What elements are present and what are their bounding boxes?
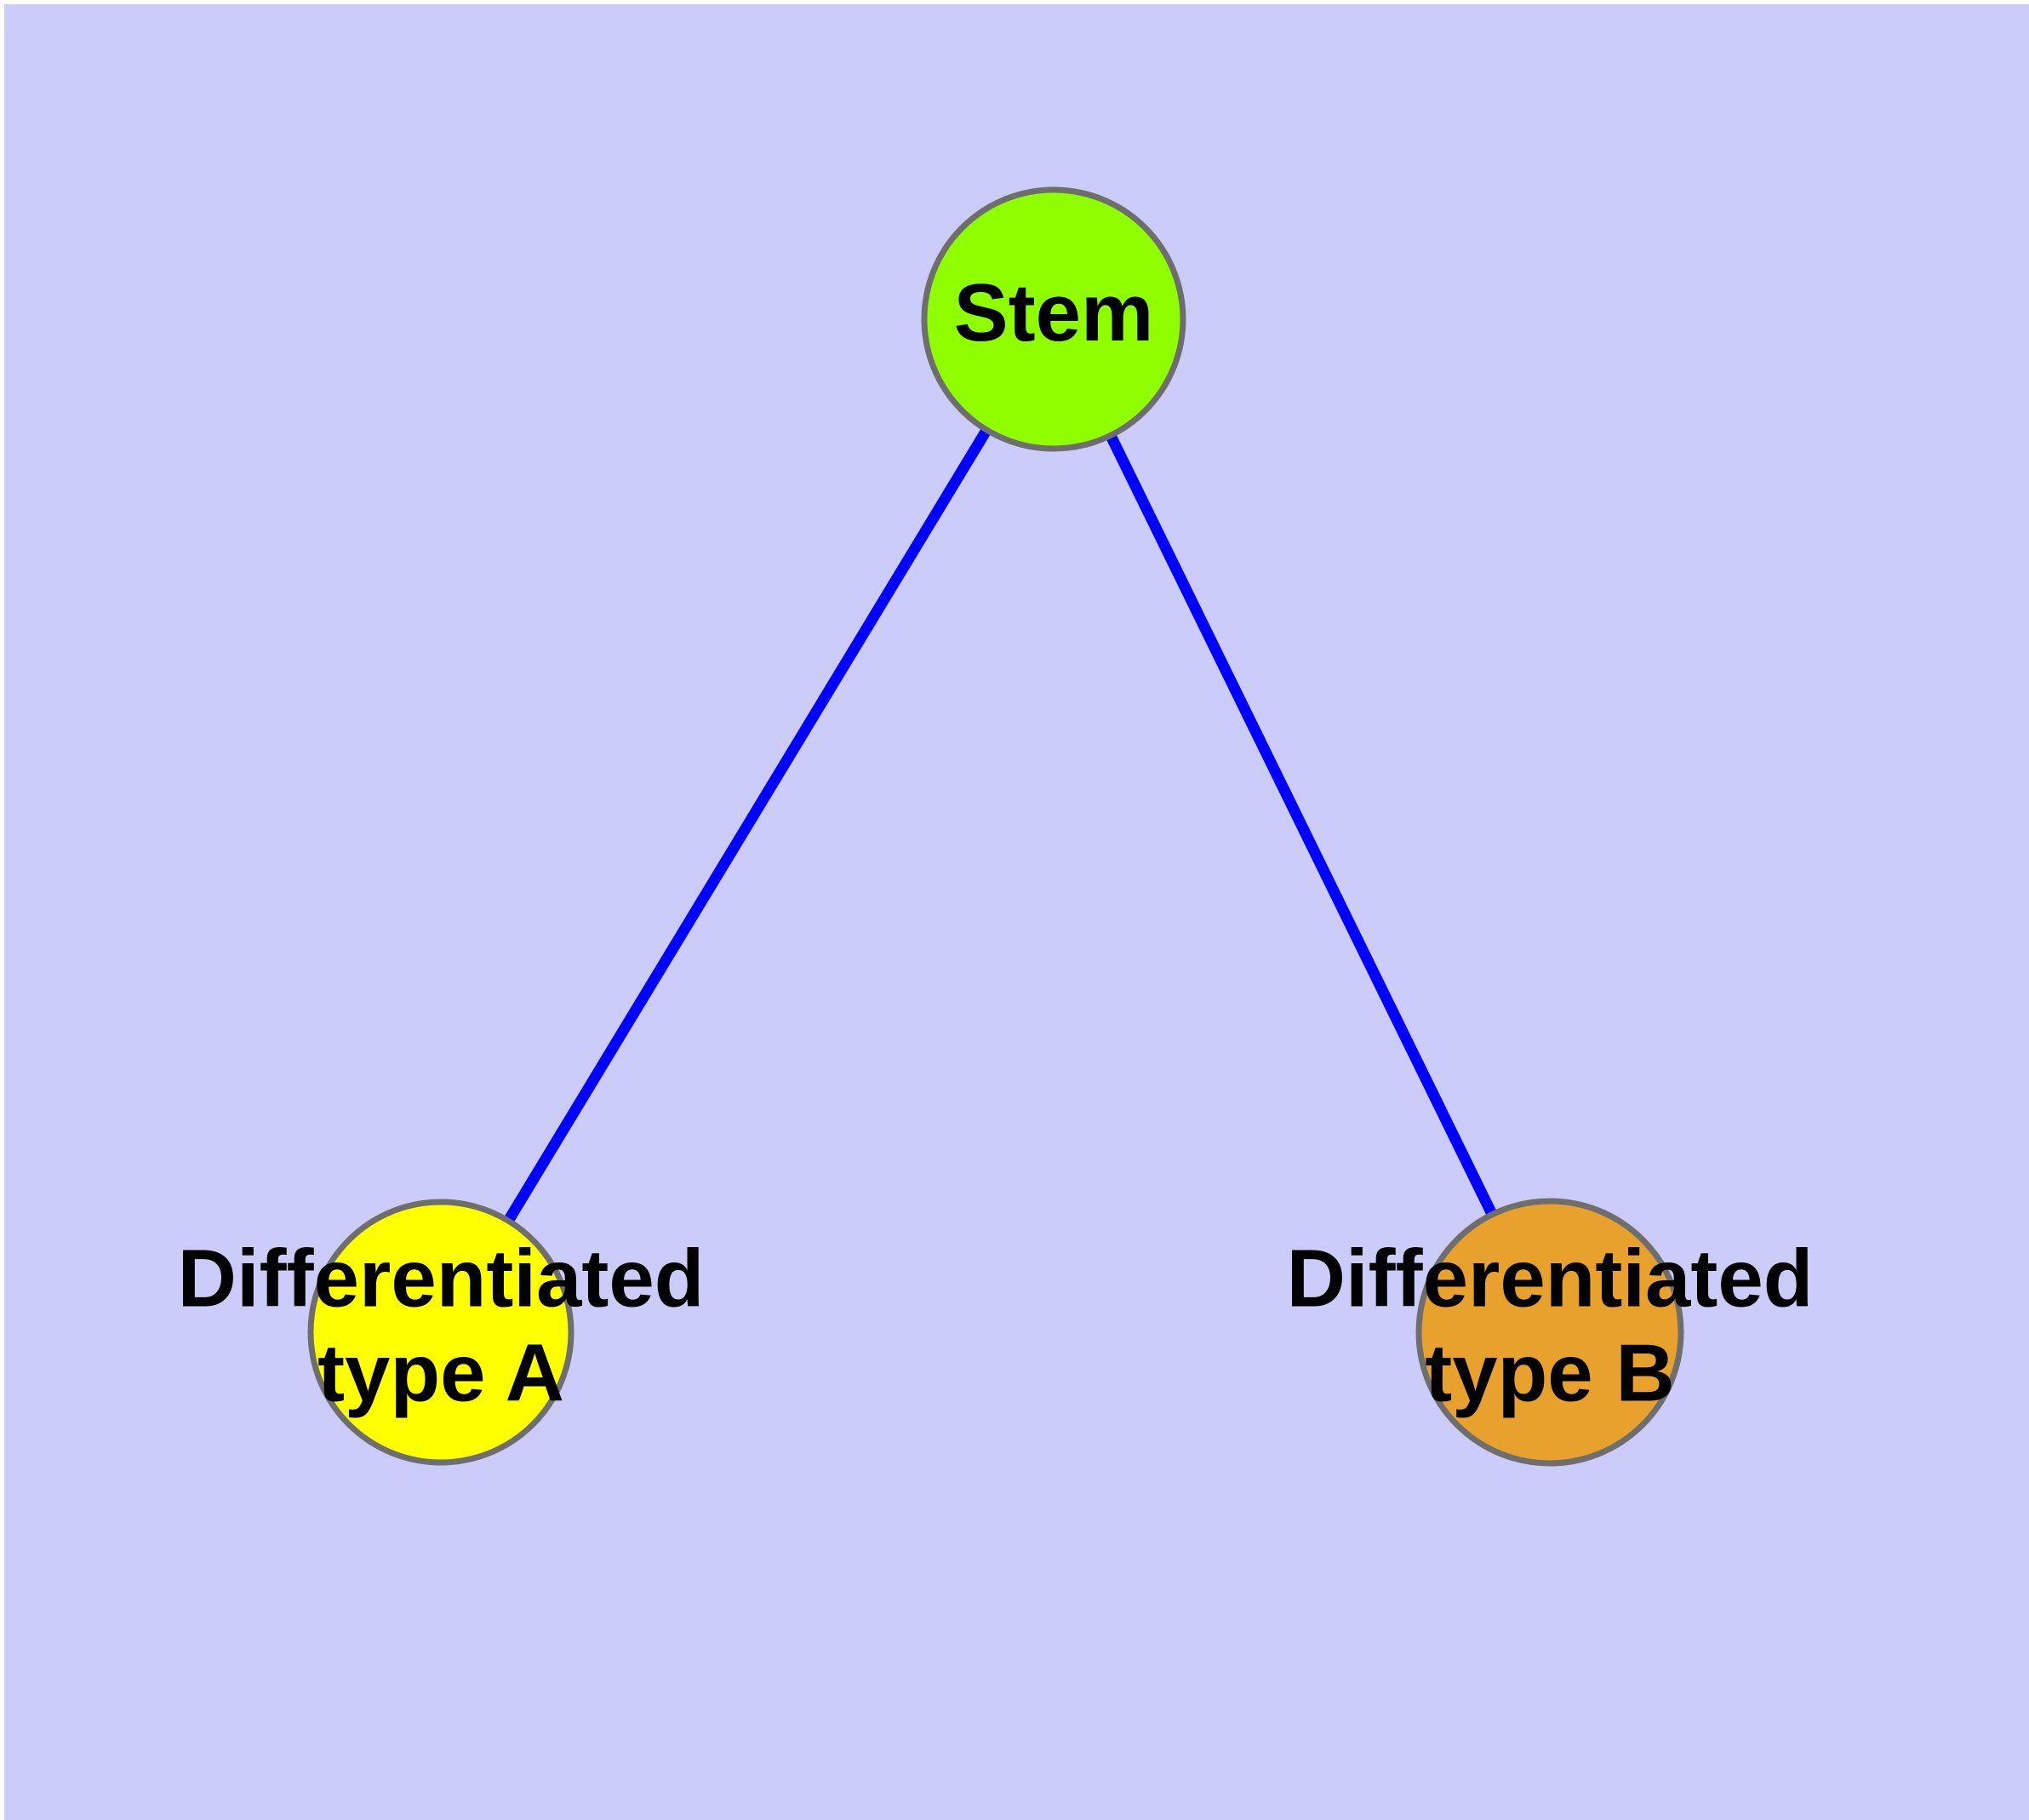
node-circle-diff_a[interactable]: [307, 1199, 574, 1466]
node-circle-stem[interactable]: [921, 186, 1186, 452]
node-circle-diff_b[interactable]: [1415, 1198, 1684, 1467]
node-label-line: type A: [317, 1328, 564, 1419]
graph-edge-stem-diff_b[interactable]: [1106, 433, 1497, 1216]
node-label-line: type B: [1425, 1328, 1674, 1419]
graph-edge-stem-diff_a[interactable]: [504, 427, 992, 1223]
node-label-stem: Stem: [954, 267, 1154, 358]
node-label-line: Differentiated: [1287, 1233, 1814, 1325]
node-label-line: Differentiated: [178, 1233, 705, 1325]
edges-layer: [504, 427, 1497, 1223]
node-label-line: Stem: [954, 267, 1154, 358]
graph-node-stem[interactable]: Stem: [921, 186, 1186, 452]
